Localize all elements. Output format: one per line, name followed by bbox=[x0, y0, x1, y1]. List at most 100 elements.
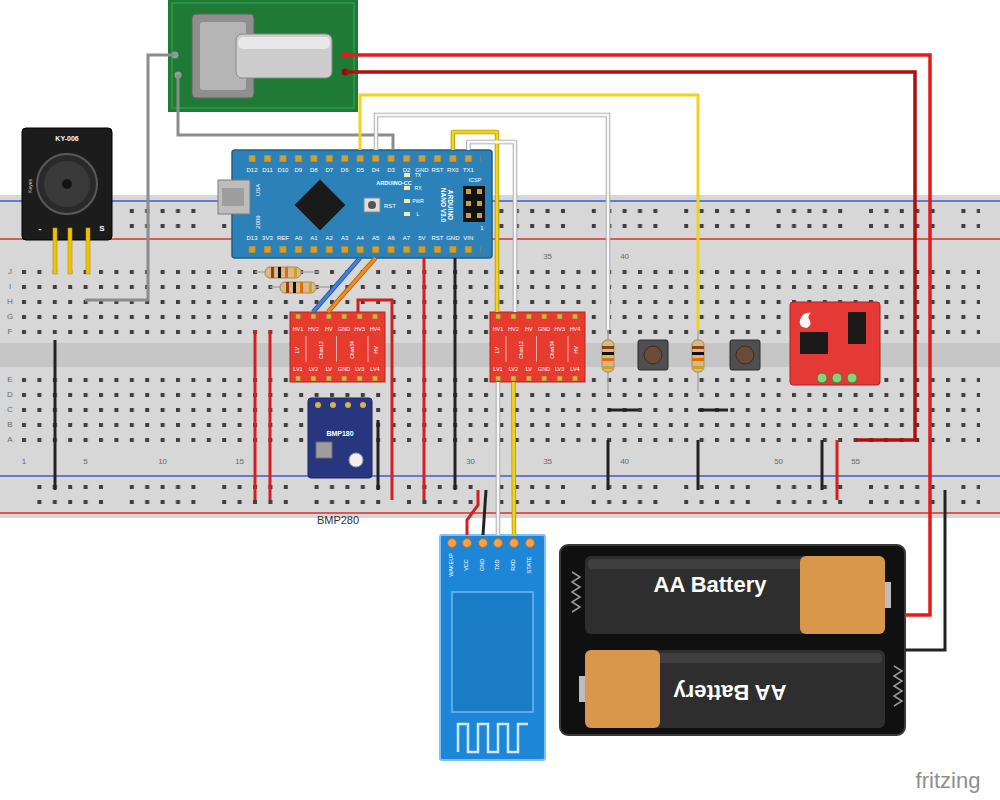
battery-cell bbox=[585, 650, 885, 728]
led bbox=[404, 199, 410, 203]
pin-label: A4 bbox=[356, 235, 363, 241]
bmp-pad bbox=[345, 402, 351, 408]
pin-label: 5V bbox=[418, 235, 425, 241]
pressure-sensor: BMP180BMP280 bbox=[308, 398, 372, 478]
resistor-band bbox=[285, 267, 288, 278]
resistor-band bbox=[602, 366, 614, 369]
resistor-band bbox=[692, 358, 704, 361]
level-shifter-board bbox=[490, 312, 585, 382]
led-label: L bbox=[417, 212, 420, 217]
pin-label: D8 bbox=[310, 167, 318, 173]
battery-label: AA Battery bbox=[674, 681, 787, 703]
pin-label: VCC bbox=[464, 559, 470, 571]
pin-label: 3V3 bbox=[262, 235, 273, 241]
part-name: KY-006 bbox=[55, 135, 78, 142]
push-button-cap bbox=[644, 346, 662, 364]
wire bbox=[269, 330, 272, 500]
module-pin bbox=[448, 539, 457, 548]
battery-terminal bbox=[885, 582, 891, 608]
wire bbox=[345, 72, 915, 440]
push-button bbox=[730, 340, 760, 370]
resistor-symbol bbox=[602, 340, 614, 372]
pin-label: LV3 bbox=[355, 367, 364, 373]
wire-connector bbox=[497, 382, 500, 535]
level-shifter: HV1HV2HVGNDHV3HV4LVChan12Chan34HVLV1LV2L… bbox=[290, 312, 385, 382]
pin-label: LV4 bbox=[570, 367, 579, 373]
pin-label: GND bbox=[538, 367, 550, 373]
board-marking: LV bbox=[295, 347, 301, 353]
icsp-pin bbox=[477, 201, 482, 206]
resistor-band bbox=[309, 282, 312, 293]
resistor-band bbox=[286, 282, 289, 293]
wire-outline bbox=[376, 115, 608, 330]
pin-label: GND bbox=[538, 327, 550, 333]
pin-label: TX1 bbox=[463, 167, 474, 173]
row-letter: H bbox=[7, 298, 13, 306]
pin-label: STATE bbox=[527, 557, 533, 574]
channel-label: Chan12 bbox=[319, 341, 324, 359]
buzzer-hole bbox=[62, 179, 72, 189]
breakout-chip bbox=[800, 332, 828, 354]
level-shifter-board bbox=[290, 312, 385, 382]
column-number: 35 bbox=[543, 458, 552, 466]
pin-label: A7 bbox=[403, 235, 410, 241]
pin-label: A2 bbox=[326, 235, 333, 241]
icsp-pin bbox=[466, 213, 471, 218]
wire-connector bbox=[512, 382, 515, 535]
breakout-board bbox=[790, 302, 880, 385]
pin-label: HV1 bbox=[293, 327, 304, 333]
bmp-pad bbox=[360, 402, 366, 408]
wire bbox=[697, 440, 700, 490]
pin-label: LV3 bbox=[555, 367, 564, 373]
wire bbox=[345, 55, 930, 615]
sensor-chip bbox=[316, 442, 332, 458]
pin-label: GND bbox=[338, 367, 350, 373]
wire-connector bbox=[328, 258, 376, 312]
level-shifter: HV1HV2HVGNDHV3HV4LVChan12Chan34HVLV1LV2L… bbox=[490, 312, 585, 382]
pin-label: GND bbox=[446, 235, 459, 241]
buzzer-module: KY-006Keyes-S bbox=[22, 128, 112, 240]
bluetooth-module: WAKEUPVCCGNDTXDRXDSTATE bbox=[440, 535, 545, 760]
pin-label: D13 bbox=[246, 235, 257, 241]
column-number: 35 bbox=[543, 253, 552, 261]
wire bbox=[423, 258, 426, 500]
resistor-symbol bbox=[280, 282, 316, 293]
led bbox=[404, 173, 410, 177]
battery-holder: AA Battery AA Battery bbox=[560, 545, 905, 735]
hole-grid bbox=[22, 209, 980, 231]
breakout-pin bbox=[817, 373, 827, 383]
breakout-component bbox=[848, 312, 866, 344]
column-number: 40 bbox=[620, 253, 629, 261]
wire bbox=[698, 409, 728, 412]
wire bbox=[454, 258, 457, 490]
row-letter: B bbox=[7, 421, 12, 429]
pin-label: HV2 bbox=[308, 327, 319, 333]
arduino-nano: D12D11D10D9D8D7D6D5D4D3D2GNDRSTRX0TX1D13… bbox=[232, 150, 492, 258]
pin-label: HV bbox=[525, 327, 533, 333]
module-pin bbox=[494, 539, 503, 548]
row-letter: A bbox=[7, 436, 12, 444]
board-marking: USA bbox=[255, 184, 261, 196]
board-name: ARDUINO NANO V3.0 bbox=[440, 183, 454, 227]
battery-cell bbox=[585, 556, 885, 634]
channel-label: Chan34 bbox=[350, 341, 355, 359]
microcontroller-chip bbox=[295, 180, 346, 231]
resistor-symbol bbox=[265, 267, 301, 278]
pin-number: 1 bbox=[480, 225, 483, 231]
led bbox=[404, 186, 410, 190]
column-number: 50 bbox=[774, 458, 783, 466]
battery-label: AA Battery bbox=[654, 574, 767, 596]
pin-label: RXD bbox=[511, 559, 517, 571]
row-letter: C bbox=[7, 406, 13, 414]
buzzer-lead bbox=[68, 228, 72, 274]
usb-connector bbox=[222, 188, 244, 206]
module-pin bbox=[479, 539, 488, 548]
row-letter: G bbox=[7, 313, 13, 321]
wire-connector bbox=[453, 132, 497, 312]
pin-label: LV1 bbox=[293, 367, 302, 373]
radio-module bbox=[452, 592, 533, 712]
resistor-band bbox=[300, 282, 303, 293]
module-pin bbox=[510, 539, 519, 548]
